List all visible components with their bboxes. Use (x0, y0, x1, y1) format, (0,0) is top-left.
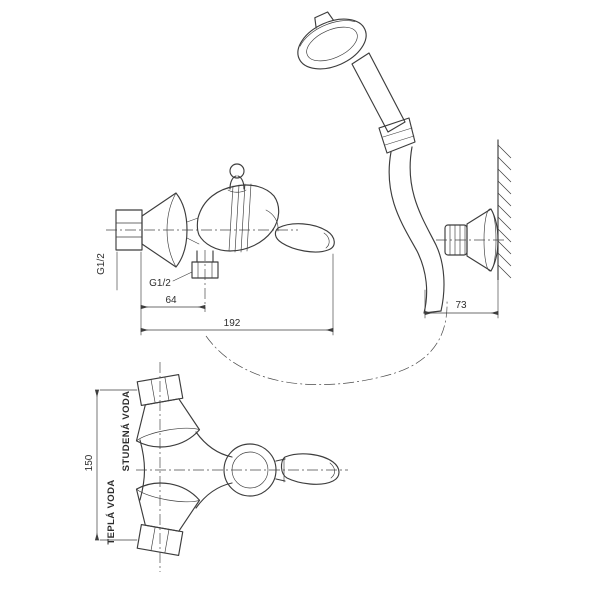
thread-outlet-label: G1/2 (149, 278, 171, 289)
wall-hex-nut (115, 209, 143, 251)
extension-lines-inlets (99, 389, 138, 541)
lever-handle-side (274, 223, 335, 253)
faucet-front-view (125, 362, 348, 572)
body-ring-ribs (228, 183, 252, 253)
bottom-escutcheon (125, 477, 202, 558)
thread-wall-label: G1/2 (96, 253, 107, 275)
lever-handle-front (280, 453, 340, 485)
shower-handle (351, 52, 406, 133)
hose-connector (378, 117, 416, 154)
outlet-union (191, 261, 219, 279)
diverter-knob (229, 163, 245, 179)
hand-shower (297, 11, 445, 314)
top-escutcheon (125, 372, 202, 453)
hose-inner-edge (409, 146, 445, 312)
body-left-edge (139, 439, 146, 501)
cartridge-dome (223, 443, 277, 497)
dimension-annotations: G1/2 G1/2 64 192 73 150 STUDENÁ VODA TEP… (84, 251, 499, 545)
faucet-side-view (106, 163, 335, 312)
faucet-body-outline (196, 184, 280, 252)
dim-73-label: 73 (455, 300, 467, 311)
head-swivel-tab (314, 11, 335, 29)
escutcheon-bell (141, 192, 188, 268)
wall-section (436, 139, 512, 281)
hose-outer-edge (388, 151, 428, 314)
cold-water-label: STUDENÁ VODA (121, 391, 132, 472)
dim-192-label: 192 (224, 318, 241, 329)
wall-hatching (497, 144, 512, 279)
dim-64-label: 64 (165, 295, 177, 306)
hose-routing-centerline (205, 299, 448, 385)
hot-water-label: TEPLÁ VODA (106, 479, 117, 544)
dim-150-label: 150 (84, 454, 95, 471)
shower-head (297, 11, 367, 70)
